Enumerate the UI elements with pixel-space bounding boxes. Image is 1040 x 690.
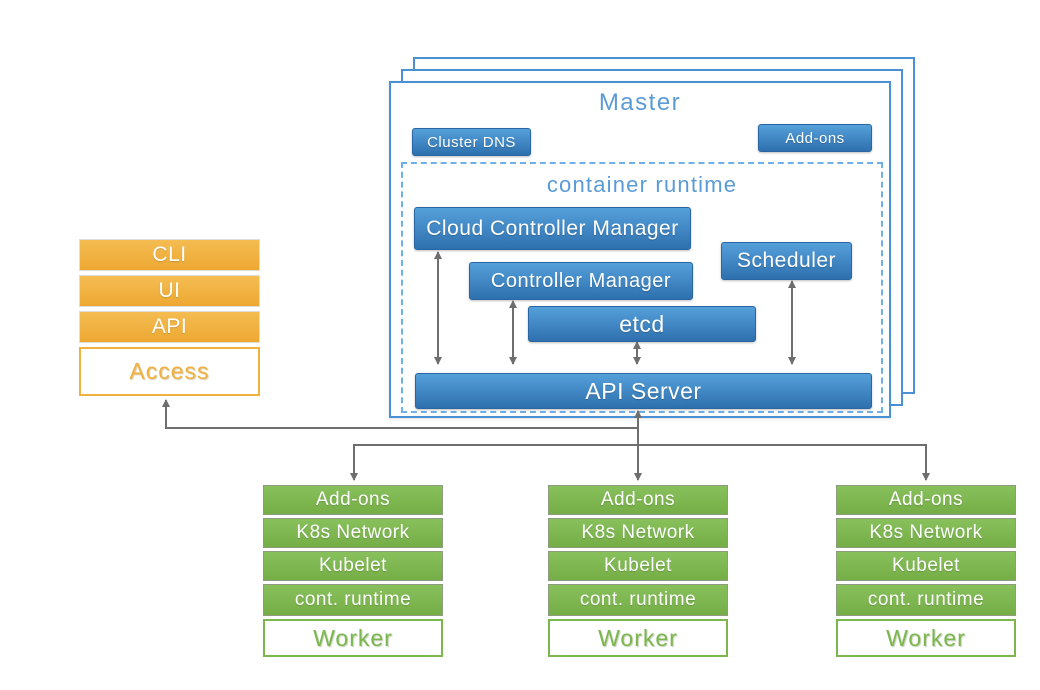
- worker2-base-box: Worker: [548, 619, 728, 657]
- worker3-k8s-network: K8s Network: [836, 518, 1016, 548]
- worker2-k8s-network: K8s Network: [548, 518, 728, 548]
- cloud-controller-manager-node: Cloud Controller Manager: [414, 207, 691, 250]
- worker2-kubelet: Kubelet: [548, 551, 728, 581]
- arrow-api-worker1: [350, 444, 638, 481]
- api-server-node: API Server: [415, 373, 872, 409]
- worker3-addons: Add-ons: [836, 485, 1016, 515]
- worker1-kubelet: Kubelet: [263, 551, 443, 581]
- worker2-container-runtime: cont. runtime: [548, 584, 728, 616]
- controller-manager-node: Controller Manager: [469, 262, 693, 300]
- worker1-addons: Add-ons: [263, 485, 443, 515]
- worker1-k8s-network: K8s Network: [263, 518, 443, 548]
- worker1-base-box: Worker: [263, 619, 443, 657]
- container-runtime-title: container runtime: [546, 172, 738, 197]
- master-box: Master Cluster DNS Add-ons container run…: [389, 81, 891, 418]
- worker2-addons: Add-ons: [548, 485, 728, 515]
- scheduler-node: Scheduler: [721, 242, 852, 280]
- worker3-container-runtime: cont. runtime: [836, 584, 1016, 616]
- access-item-api: API: [79, 311, 260, 343]
- cluster-dns-node: Cluster DNS: [412, 128, 531, 156]
- worker3-kubelet: Kubelet: [836, 551, 1016, 581]
- master-title: Master: [598, 89, 682, 116]
- worker1-container-runtime: cont. runtime: [263, 584, 443, 616]
- access-item-ui: UI: [79, 275, 260, 307]
- worker3-base-box: Worker: [836, 619, 1016, 657]
- etcd-node: etcd: [528, 306, 756, 342]
- container-runtime-box: container runtime Cloud Controller Manag…: [401, 162, 883, 413]
- access-base-box: Access: [79, 347, 260, 396]
- master-addons-node: Add-ons: [758, 124, 872, 152]
- access-item-cli: CLI: [79, 239, 260, 271]
- arrow-api-worker3: [638, 444, 930, 481]
